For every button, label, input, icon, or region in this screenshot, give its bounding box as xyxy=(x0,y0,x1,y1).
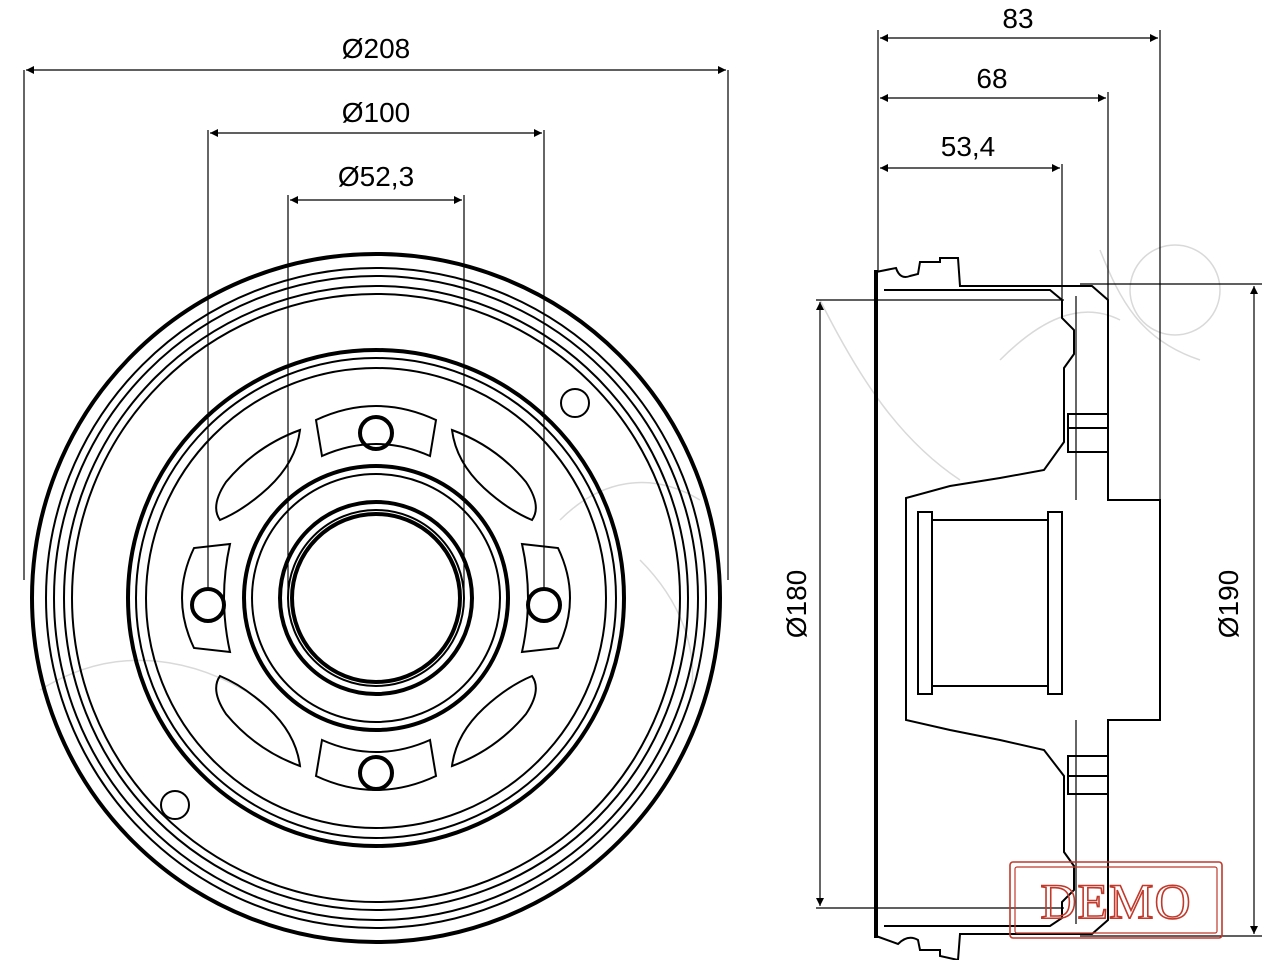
dim-label-mid-width: 68 xyxy=(976,63,1007,94)
dim-label-shoe-diameter: Ø190 xyxy=(1213,570,1244,639)
dim-label-hub-width: 53,4 xyxy=(941,131,996,162)
demo-stamp: DEMO xyxy=(1009,861,1223,939)
watermark-logo xyxy=(39,244,1221,701)
dim-label-bore: Ø52,3 xyxy=(338,161,414,192)
dim-label-bolt-circle: Ø100 xyxy=(342,97,411,128)
front-dimensions xyxy=(23,66,729,600)
side-dimensions xyxy=(816,30,1262,937)
dim-label-inner-diameter: Ø180 xyxy=(781,570,812,639)
side-view xyxy=(874,257,1161,960)
front-view xyxy=(30,252,722,944)
dim-label-total-width: 83 xyxy=(1002,3,1033,34)
dim-label-outer-diameter: Ø208 xyxy=(342,33,411,64)
demo-stamp-text: DEMO xyxy=(1040,873,1191,929)
